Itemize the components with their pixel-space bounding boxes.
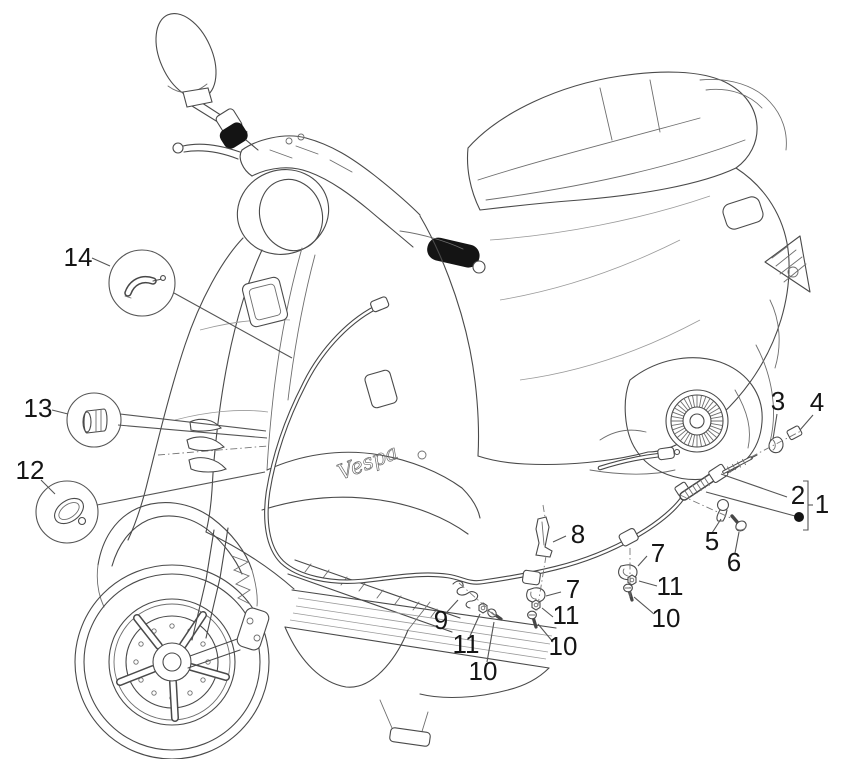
part-13-retainer xyxy=(82,408,108,434)
callout-label-7-right: 7 xyxy=(651,538,665,568)
callout-label-7-middle: 7 xyxy=(566,574,580,604)
vespa-logo: Vespa xyxy=(334,440,401,485)
group-dot-1 xyxy=(794,512,804,522)
detail-circle-13 xyxy=(66,392,122,448)
callout-label-11-middle: 11 xyxy=(553,600,580,630)
tunnel-latch xyxy=(364,369,398,409)
part-14-elbow xyxy=(124,275,166,299)
front-fender xyxy=(96,502,258,608)
part-10-screw-right xyxy=(623,583,634,602)
exploded-parts xyxy=(54,275,803,629)
brake-caliper xyxy=(236,607,270,651)
center-stand-foot xyxy=(389,727,431,747)
part-10-screw-middle xyxy=(527,610,538,629)
adjuster-hex-nut xyxy=(708,463,729,484)
cable-end-cap xyxy=(370,296,390,313)
mirror xyxy=(155,13,259,151)
part-4-sleeve xyxy=(786,425,803,441)
part-8-bracket xyxy=(535,516,553,558)
callout-label-11-left: 11 xyxy=(453,629,480,659)
part-5-clevis xyxy=(716,498,730,522)
detail-circle-12 xyxy=(35,480,99,544)
cable-adjuster xyxy=(674,454,758,501)
rod-threads xyxy=(727,458,746,473)
callout-label-2-cable-end: 2 xyxy=(791,480,805,510)
seat xyxy=(467,71,758,211)
callout-label-4-cable-end: 4 xyxy=(810,387,824,417)
callout-label-11-right: 11 xyxy=(657,571,684,601)
right-grip xyxy=(427,237,480,268)
callout-label-1-cable-end: 1 xyxy=(815,489,829,519)
bellows-ribs xyxy=(684,477,710,499)
callout-label-13-front-shield: 13 xyxy=(24,393,53,423)
rear-body xyxy=(419,71,811,475)
part-12-ring xyxy=(54,497,87,526)
leader-lines xyxy=(40,257,814,663)
callout-label-8-middle: 8 xyxy=(571,519,585,549)
front-wheel xyxy=(74,527,270,759)
callout-label-3-cable-end: 3 xyxy=(771,386,785,416)
scooter-illustration: Vespa xyxy=(74,13,811,759)
fork-spring xyxy=(231,555,251,605)
callout-label-9-left: 9 xyxy=(434,605,448,635)
part-11-nut-left xyxy=(478,602,488,614)
rear-fender xyxy=(734,299,780,449)
callout-label-10-left: 10 xyxy=(469,656,498,686)
callout-label-14-front-shield: 14 xyxy=(64,242,93,272)
part-6-bolt xyxy=(730,514,747,532)
headlight xyxy=(236,169,330,255)
callout-label-10-right: 10 xyxy=(652,603,681,633)
part-3-clip xyxy=(768,436,784,454)
horn-grille xyxy=(186,418,227,473)
gear-cable-assembly xyxy=(264,296,758,586)
callout-label-10-middle: 10 xyxy=(549,631,578,661)
group-bracket-1 xyxy=(794,480,813,531)
detail-circle-14 xyxy=(108,249,176,317)
glovebox-door xyxy=(241,276,289,328)
part-11-nut-right xyxy=(627,574,637,586)
installed-clamp-middle xyxy=(521,569,541,586)
tail-ribbed-panel xyxy=(764,235,811,293)
alignment-axes xyxy=(458,430,802,617)
pulley-fins xyxy=(671,395,723,447)
engine-variator xyxy=(599,357,763,481)
installed-clamp-right xyxy=(618,527,639,547)
callout-label-5-cable-end: 5 xyxy=(705,526,719,556)
wheel-spokes xyxy=(116,611,230,722)
leg-shield xyxy=(127,237,398,541)
callout-label-6-cable-end: 6 xyxy=(727,547,741,577)
handlebar xyxy=(172,133,486,274)
rear-rack xyxy=(699,78,787,151)
lever-ball-end xyxy=(172,142,184,154)
side-vent xyxy=(722,196,764,230)
floorboard: Vespa xyxy=(205,440,557,747)
part-9-spring xyxy=(452,580,479,609)
callout-label-12-front-shield: 12 xyxy=(16,455,45,485)
